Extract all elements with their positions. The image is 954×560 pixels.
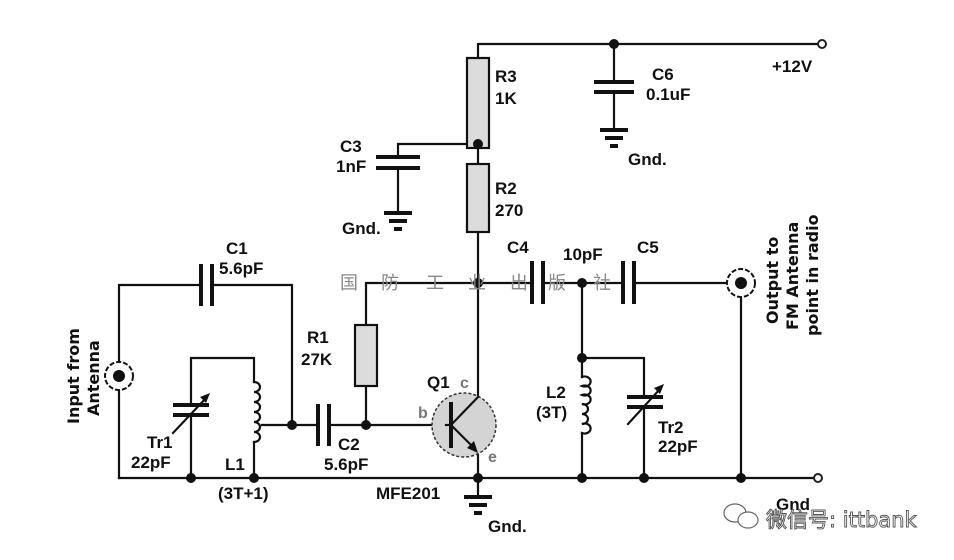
wechat-watermark: 微信号: ittbank [723, 503, 918, 532]
ground-symbol-c3 [384, 211, 412, 231]
gnd-rail-label: Gnd [776, 495, 810, 514]
capacitor-c6 [594, 80, 634, 94]
capacitor-c5 [621, 261, 636, 304]
watermark-char: 国 [340, 273, 358, 294]
transistor-q1 [431, 392, 497, 458]
r1-label: R1 [307, 328, 329, 347]
c4-value: 10pF [563, 245, 603, 264]
wechat-icon [723, 503, 759, 529]
r2-value: 270 [495, 201, 523, 220]
tr2-label: Tr2 [658, 418, 684, 437]
c6-value: 0.1uF [646, 85, 690, 104]
q1-label: Q1 [427, 373, 450, 392]
supply-rail [476, 42, 824, 60]
capacitor-c4 [530, 261, 545, 304]
input-label: Input from Antenna [64, 328, 103, 424]
resistor-r3 [465, 56, 491, 150]
ground-symbol-c6 [600, 128, 628, 148]
junction-dots [186, 39, 746, 483]
c1-left-wire [117, 283, 201, 364]
r1-value: 27K [301, 350, 333, 369]
q1-pin-e: e [488, 449, 497, 466]
trimmer-capacitor-tr2 [626, 384, 664, 426]
ground-terminal [813, 473, 823, 483]
supply-terminal [817, 39, 827, 49]
l1-value: (3T+1) [218, 484, 269, 503]
wechat-id: 微信号: ittbank [766, 508, 918, 532]
l1-label: L1 [225, 455, 245, 474]
q1-part-number: MFE201 [376, 484, 440, 503]
l2-label: L2 [546, 383, 566, 402]
resistor-r2 [465, 162, 491, 234]
watermark-char: 工 [426, 273, 444, 294]
tr2-value: 22pF [658, 437, 698, 456]
c3-top-wire [396, 142, 480, 157]
ground-symbol-q1 [464, 495, 492, 515]
inductor-l1 [252, 380, 262, 444]
tr2-top-wire [580, 356, 646, 398]
output-label: Output to FM Antenna point in radio [763, 214, 822, 336]
l2-value: (3T) [536, 403, 567, 422]
gnd-label-c6: Gnd. [628, 150, 667, 169]
input-label-line2: Antenna [84, 340, 103, 416]
c1-label: C1 [226, 239, 248, 258]
capacitor-c3 [376, 155, 420, 170]
inductor-l2 [579, 375, 592, 435]
c2-label: C2 [338, 435, 360, 454]
watermark-char: 社 [593, 273, 611, 294]
resistor-r1 [353, 323, 379, 388]
output-label-line3: point in radio [803, 214, 822, 336]
tr1-label: Tr1 [147, 433, 173, 452]
q1-pin-b: b [418, 405, 428, 422]
q1-pin-c: c [460, 375, 469, 392]
c4-label: C4 [507, 238, 529, 257]
output-label-line2: FM Antenna [783, 222, 802, 330]
watermark-char: 业 [468, 273, 486, 294]
capacitor-c2 [316, 404, 331, 446]
capacitor-c1 [199, 264, 214, 306]
output-antenna-connector [726, 268, 756, 298]
r2-label: R2 [495, 179, 517, 198]
supply-label: +12V [772, 57, 813, 76]
c3-label: C3 [340, 137, 362, 156]
watermark-char: 出 [510, 273, 528, 294]
trimmer-capacitor-tr1 [171, 393, 210, 435]
watermark-char: 版 [548, 273, 566, 294]
publisher-watermark: 国 防 工 业 出 版 社 [340, 273, 611, 294]
output-label-line1: Output to [763, 237, 782, 324]
c3-value: 1nF [336, 157, 366, 176]
c6-label: C6 [652, 65, 674, 84]
tank1-top-wire [189, 356, 256, 406]
gnd-label-q1: Gnd. [488, 517, 527, 536]
r3-value: 1K [495, 89, 517, 108]
c5-label: C5 [637, 238, 659, 257]
c2-value: 5.6pF [324, 455, 368, 474]
watermark-char: 防 [381, 273, 399, 294]
input-antenna-connector [104, 361, 134, 391]
r3-label: R3 [495, 67, 517, 86]
c1-value: 5.6pF [219, 259, 263, 278]
gnd-label-c3: Gnd. [342, 219, 381, 238]
c1-right-wire [212, 283, 294, 427]
tr1-value: 22pF [131, 453, 171, 472]
input-label-line1: Input from [64, 328, 83, 424]
